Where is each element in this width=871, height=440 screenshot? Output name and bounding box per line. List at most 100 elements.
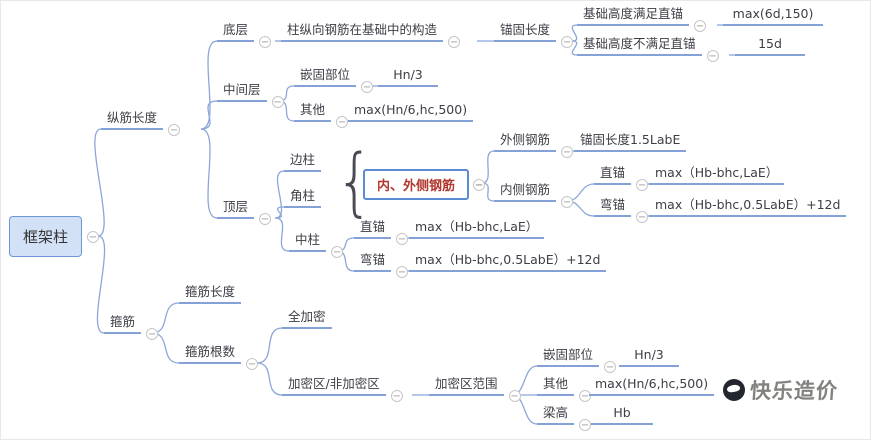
- node-value-straight-mid[interactable]: max（Hb-bhc,LaE）: [409, 216, 545, 239]
- node-label: max(Hn/6,hc,500): [354, 102, 468, 117]
- node-middle-column[interactable]: 中柱 −: [289, 229, 344, 258]
- node-label: 边柱: [290, 152, 316, 167]
- collapse-icon[interactable]: −: [336, 116, 349, 128]
- node-foundation-height-satisfies[interactable]: 基础高度满足直锚 −: [577, 3, 707, 32]
- node-label: 中间层: [223, 82, 261, 97]
- collapse-icon[interactable]: −: [473, 178, 486, 191]
- node-value-bent-mid[interactable]: max（Hb-bhc,0.5LabE）+12d: [409, 249, 607, 272]
- collapse-icon[interactable]: −: [694, 20, 707, 32]
- collapse-icon[interactable]: −: [561, 36, 574, 48]
- node-value-anchorage-15labe[interactable]: 锚固长度1.5LabE: [574, 129, 687, 152]
- collapse-icon[interactable]: −: [396, 233, 409, 245]
- node-label: 直锚: [360, 219, 386, 234]
- node-value-max-6d-150[interactable]: max(6d,150): [723, 3, 823, 26]
- collapse-icon[interactable]: −: [508, 390, 521, 402]
- node-label: 纵筋长度: [107, 110, 158, 125]
- node-bent-anchor-mid[interactable]: 弯锚 −: [354, 249, 409, 278]
- node-foundation-height-not-satisfies[interactable]: 基础高度不满足直锚 −: [577, 33, 719, 62]
- node-inner-rebar[interactable]: 内侧钢筋 −: [494, 179, 574, 208]
- node-column-rebar-in-foundation[interactable]: 柱纵向钢筋在基础中的构造 −: [281, 19, 461, 48]
- node-label: 15d: [758, 36, 782, 51]
- node-label: 基础高度满足直锚: [583, 6, 684, 21]
- node-value-straight-inner[interactable]: max（Hb-bhc,LaE）: [649, 162, 785, 185]
- node-densified-nondensified[interactable]: 加密区/非加密区 −: [282, 373, 403, 402]
- collapse-icon[interactable]: −: [706, 50, 719, 62]
- collapse-icon[interactable]: −: [246, 358, 259, 370]
- collapse-icon[interactable]: −: [331, 246, 344, 258]
- watermark-logo-icon: [723, 379, 745, 401]
- node-value-max-hn6-bottom[interactable]: max(Hn/6,hc,500): [589, 373, 715, 396]
- node-label: 其他: [543, 376, 569, 391]
- root-label: 框架柱: [23, 228, 69, 246]
- node-label: Hb: [613, 405, 631, 420]
- node-full-densified[interactable]: 全加密: [282, 306, 332, 329]
- node-straight-anchor-inner[interactable]: 直锚 −: [594, 162, 649, 191]
- collapse-icon[interactable]: −: [361, 81, 374, 93]
- collapse-icon[interactable]: −: [636, 179, 649, 191]
- node-label: 顶层: [223, 199, 249, 214]
- node-value-hn3-top[interactable]: Hn/3: [378, 64, 438, 87]
- watermark-text: 快乐造价: [749, 379, 839, 403]
- node-stirrup-count[interactable]: 箍筋根数 −: [179, 341, 259, 370]
- node-straight-anchor-mid[interactable]: 直锚 −: [354, 216, 409, 245]
- node-label: 嵌固部位: [300, 67, 351, 82]
- node-top-layer[interactable]: 顶层 −: [217, 196, 272, 225]
- node-value-bent-inner[interactable]: max（Hb-bhc,0.5LabE）+12d: [649, 194, 847, 217]
- node-stirrup[interactable]: 箍筋 −: [104, 311, 159, 340]
- collapse-icon[interactable]: −: [87, 230, 100, 243]
- node-label: Hn/3: [634, 347, 664, 362]
- node-label: max（Hb-bhc,0.5LabE）+12d: [415, 252, 601, 267]
- node-anchorage-length[interactable]: 锚固长度 −: [494, 19, 574, 48]
- node-label: 加密区/非加密区: [288, 376, 380, 391]
- collapse-icon[interactable]: −: [561, 196, 574, 208]
- node-other-top[interactable]: 其他 −: [294, 99, 349, 128]
- node-label: max（Hb-bhc,LaE）: [655, 165, 779, 180]
- node-embedded-part-top[interactable]: 嵌固部位 −: [294, 64, 374, 93]
- collapse-icon[interactable]: −: [390, 390, 403, 402]
- node-edge-column[interactable]: 边柱: [284, 149, 322, 172]
- node-stirrup-length[interactable]: 箍筋长度: [179, 281, 242, 304]
- node-label: 直锚: [600, 165, 626, 180]
- node-label: 锚固长度: [500, 22, 551, 37]
- node-middle-layer[interactable]: 中间层 −: [217, 79, 284, 108]
- root-node-frame-column[interactable]: 框架柱 −: [9, 216, 100, 257]
- node-value-max-hn6-top[interactable]: max(Hn/6,hc,500): [348, 99, 474, 122]
- node-longitudinal-length[interactable]: 纵筋长度 −: [101, 107, 181, 136]
- node-bottom-layer[interactable]: 底层 −: [217, 19, 272, 48]
- collapse-icon[interactable]: −: [636, 211, 649, 223]
- node-label: 弯锚: [600, 197, 626, 212]
- node-value-15d[interactable]: 15d: [735, 33, 805, 56]
- collapse-icon[interactable]: −: [396, 266, 409, 278]
- collapse-icon[interactable]: −: [448, 36, 461, 48]
- collapse-icon[interactable]: −: [146, 328, 159, 340]
- collapse-icon[interactable]: −: [579, 419, 592, 431]
- collapse-icon[interactable]: −: [604, 361, 617, 373]
- node-label: 全加密: [288, 309, 326, 324]
- node-corner-column[interactable]: 角柱: [284, 185, 322, 208]
- node-other-bottom[interactable]: 其他 −: [537, 373, 592, 402]
- node-label: 柱纵向钢筋在基础中的构造: [287, 22, 438, 37]
- node-inner-outer-rebar[interactable]: 内、外侧钢筋 −: [363, 169, 486, 200]
- node-densified-range[interactable]: 加密区范围 −: [429, 373, 521, 402]
- collapse-icon[interactable]: −: [259, 36, 272, 48]
- node-beam-height[interactable]: 梁高 −: [537, 402, 592, 431]
- collapse-icon[interactable]: −: [259, 213, 272, 225]
- node-value-hn3-bottom[interactable]: Hn/3: [619, 344, 679, 367]
- node-label: 嵌固部位: [543, 347, 594, 362]
- node-value-hb[interactable]: Hb: [591, 402, 653, 425]
- collapse-icon[interactable]: −: [271, 96, 284, 108]
- node-label: max(Hn/6,hc,500): [595, 376, 709, 391]
- collapse-icon[interactable]: −: [168, 124, 181, 136]
- node-bent-anchor-inner[interactable]: 弯锚 −: [594, 194, 649, 223]
- collapse-icon[interactable]: −: [579, 390, 592, 402]
- node-embedded-part-bottom[interactable]: 嵌固部位 −: [537, 344, 617, 373]
- node-label: 内、外侧钢筋: [377, 179, 456, 194]
- node-label: 锚固长度1.5LabE: [580, 132, 681, 147]
- node-label: 底层: [223, 22, 249, 37]
- node-label: 外侧钢筋: [500, 132, 551, 147]
- node-outer-rebar[interactable]: 外侧钢筋 −: [494, 129, 574, 158]
- node-label: 内侧钢筋: [500, 182, 551, 197]
- collapse-icon[interactable]: −: [561, 146, 574, 158]
- node-label: max(6d,150): [732, 6, 814, 21]
